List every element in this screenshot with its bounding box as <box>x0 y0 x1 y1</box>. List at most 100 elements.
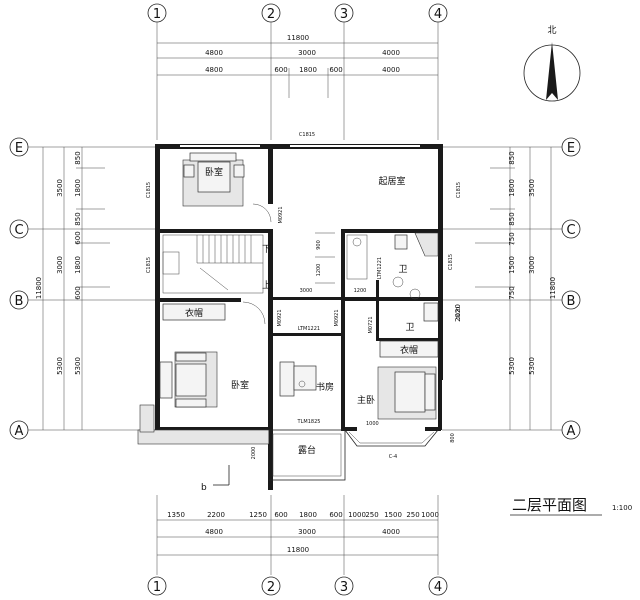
dim-b1-8: 250 <box>365 511 378 519</box>
axis-bottom-3: 3 <box>340 580 348 595</box>
dim-left-outer-c: 5300 <box>56 357 64 375</box>
north-label: 北 <box>547 25 556 36</box>
window-c4: C-4 <box>389 454 397 460</box>
room-master: 主卧 <box>357 394 375 406</box>
dim-1000: 1000 <box>366 421 379 427</box>
windows: C1815 C1815 C1815 C1815 C1815 <box>146 132 462 273</box>
dim-left-in-1: 850 <box>74 151 82 164</box>
dim-left-in-7: 5300 <box>74 357 82 375</box>
dim-b1-3: 1250 <box>249 511 267 519</box>
left-bedroom: 卧室 <box>159 351 249 408</box>
dim-bottom-total: 11800 <box>287 546 309 554</box>
window-right2-label: C1815 <box>448 254 454 270</box>
dim-top-total: 11800 <box>287 34 309 42</box>
dim-b1-10: 250 <box>406 511 419 519</box>
study-doors: M0921 M0921 LTM1221 <box>242 301 340 332</box>
dim-top1-a: 4800 <box>205 49 223 57</box>
axis-bottom-4: 4 <box>434 580 442 595</box>
door-ltm1221-v: LTM1221 <box>377 257 383 279</box>
dim-left-total: 11800 <box>35 277 43 299</box>
room-bedroom-top: 卧室 <box>205 166 223 178</box>
dim-right-total: 11800 <box>549 277 557 299</box>
room-living: 起居室 <box>378 175 405 187</box>
dim-top2-e: 4000 <box>382 66 400 74</box>
axis-left-B: B <box>15 294 24 309</box>
axis-top-2: 2 <box>267 7 275 22</box>
study-room: 书房 TLM1825 <box>279 361 334 425</box>
section-mark-label: b <box>201 483 207 493</box>
axis-left-C: C <box>14 223 23 238</box>
dim-right-in-3: 850 <box>508 212 516 225</box>
window-left2-label: C1815 <box>146 257 152 273</box>
dim-right-outer-c: 5300 <box>528 357 536 375</box>
dim-b1-9: 1500 <box>384 511 402 519</box>
room-bath2: 卫 <box>405 323 414 333</box>
dim-left-in-5: 1800 <box>74 256 82 274</box>
axis-right-B: B <box>567 294 576 309</box>
bottom-axis-markers: 1 2 3 4 <box>147 576 448 596</box>
wardrobe-right: 衣帽 <box>379 340 439 358</box>
drawing-title: 二层平面图 1:100 <box>510 496 632 516</box>
stair-up-label: 上 <box>262 280 271 291</box>
bathroom-lower: 卫 M0721 <box>368 302 439 334</box>
dim-left-in-2: 1800 <box>74 179 82 197</box>
dim-left-outer-b: 3000 <box>56 256 64 274</box>
door-m0921-a: M0921 <box>278 206 284 223</box>
right-axis-markers: E C B A <box>442 137 581 440</box>
right-dimensions: 850 1800 850 750 1500 750 2020 5300 3500… <box>454 147 557 430</box>
door-m0721: M0721 <box>368 316 374 333</box>
terrace: 露台 <box>268 429 346 481</box>
dim-top2-b: 600 <box>274 66 287 74</box>
top-dimensions: 11800 4800 3000 4000 4800 600 1800 600 4… <box>157 34 438 98</box>
window-right1-label: C1815 <box>456 182 462 198</box>
dim-top2-d: 600 <box>329 66 342 74</box>
axis-right-C: C <box>566 223 575 238</box>
front-balcony: 2000 <box>137 404 270 460</box>
door-tlm1825: TLM1825 <box>297 419 321 425</box>
dim-2000: 2000 <box>251 447 257 460</box>
dim-b2-2: 3000 <box>298 528 316 536</box>
dim-b2-3: 4000 <box>382 528 400 536</box>
dim-right-in-8: 5300 <box>508 357 516 375</box>
section-mark-b: b <box>201 465 230 493</box>
dim-right-outer-a: 3500 <box>528 179 536 197</box>
dim-b1-2: 2200 <box>207 511 225 519</box>
room-balcony: 露台 <box>298 444 316 456</box>
dim-b1-6: 600 <box>329 511 342 519</box>
door-m0921-b: M0921 <box>277 309 283 326</box>
axis-top-1: 1 <box>153 7 161 22</box>
dim-stair-1200: 1200 <box>316 264 322 277</box>
scale-text: 1:100 <box>612 504 632 512</box>
stair-down-label: 下 <box>262 245 271 255</box>
axis-right-A: A <box>567 424 576 439</box>
top-axis-markers: 1 2 3 4 <box>147 3 448 140</box>
dim-right-outer-b: 3000 <box>528 256 536 274</box>
top-bedroom: 卧室 M0921 <box>182 152 284 224</box>
dim-b1-1: 1350 <box>167 511 185 519</box>
dim-top1-c: 4000 <box>382 49 400 57</box>
door-m0921-c: M0921 <box>334 309 340 326</box>
dim-2020: 2020 <box>456 307 462 320</box>
dim-right-in-6: 750 <box>508 286 516 299</box>
master-bedroom: 主卧 1000 C-4 800 <box>344 366 456 460</box>
room-bath1: 卫 <box>398 265 407 275</box>
window-top-label: C1815 <box>299 132 315 138</box>
dim-top1-b: 3000 <box>298 49 316 57</box>
dim-left-in-3: 850 <box>74 212 82 225</box>
stairwell: 下 上 900 1200 3000 1200 <box>162 232 367 294</box>
dim-top2-c: 1800 <box>299 66 317 74</box>
bathroom-upper: 卫 LTM1221 2020 <box>346 232 462 320</box>
dim-stair-900: 900 <box>316 240 322 250</box>
dim-1200: 1200 <box>354 288 367 294</box>
axis-bottom-1: 1 <box>153 580 161 595</box>
dim-800: 800 <box>450 433 456 443</box>
dim-right-in-2: 1800 <box>508 179 516 197</box>
bottom-dimensions: 1350 2200 1250 600 1800 600 1000 250 150… <box>156 495 439 575</box>
room-bedroom-left: 卧室 <box>231 379 249 391</box>
dim-right-in-4: 750 <box>508 232 516 245</box>
dim-right-in-1: 850 <box>508 151 516 164</box>
dim-b1-7: 1000 <box>348 511 366 519</box>
door-ltm1221-h: LTM1221 <box>298 326 320 332</box>
axis-top-4: 4 <box>434 7 442 22</box>
